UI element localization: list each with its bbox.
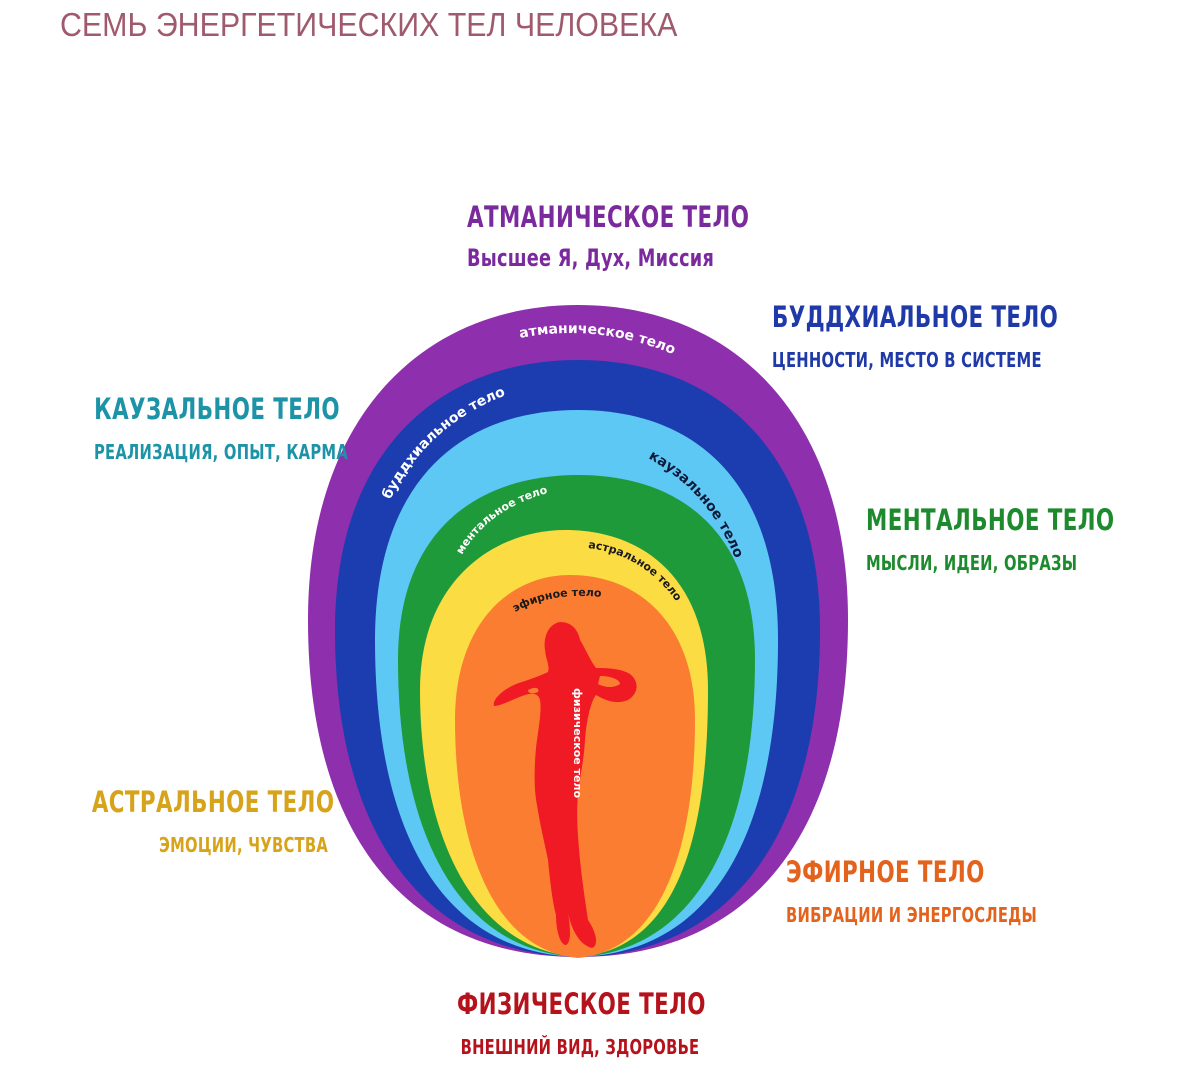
label-physical-title: ФИЗИЧЕСКОЕ ТЕЛО (457, 987, 706, 1021)
label-atmanic-subtitle: Высшее Я, Дух, Миссия (467, 244, 715, 272)
label-etheric-title: ЭФИРНОЕ ТЕЛО (786, 855, 985, 889)
label-causal: КАУЗАЛЬНОЕ ТЕЛО РЕАЛИЗАЦИЯ, ОПЫТ, КАРМА (40, 392, 348, 464)
label-causal-title: КАУЗАЛЬНОЕ ТЕЛО (94, 392, 340, 426)
label-astral-subtitle: ЭМОЦИИ, ЧУВСТВА (159, 833, 328, 857)
label-buddhic-subtitle: ЦЕННОСТИ, МЕСТО В СИСТЕМЕ (772, 348, 1042, 372)
label-causal-subtitle: РЕАЛИЗАЦИЯ, ОПЫТ, КАРМА (94, 440, 348, 464)
label-mental-subtitle: МЫСЛИ, ИДЕИ, ОБРАЗЫ (866, 551, 1078, 575)
label-buddhic-title: БУДДХИАЛЬНОЕ ТЕЛО (772, 300, 1059, 334)
label-physical: ФИЗИЧЕСКОЕ ТЕЛО ВНЕШНИЙ ВИД, ЗДОРОВЬЕ (430, 987, 730, 1059)
label-astral-title: АСТРАЛЬНОЕ ТЕЛО (91, 785, 335, 819)
label-mental: МЕНТАЛЬНОЕ ТЕЛО МЫСЛИ, ИДЕИ, ОБРАЗЫ (866, 503, 1169, 575)
label-etheric-subtitle: ВИБРАЦИИ И ЭНЕРГОСЛЕДЫ (786, 903, 1038, 927)
page-title: СЕМЬ ЭНЕРГЕТИЧЕСКИХ ТЕЛ ЧЕЛОВЕКА (60, 6, 678, 43)
label-astral: АСТРАЛЬНОЕ ТЕЛО ЭМОЦИИ, ЧУВСТВА (40, 785, 335, 857)
physical-body-silhouette (493, 622, 637, 948)
label-physical-subtitle: ВНЕШНИЙ ВИД, ЗДОРОВЬЕ (460, 1035, 700, 1059)
label-mental-title: МЕНТАЛЬНОЕ ТЕЛО (866, 503, 1115, 537)
label-buddhic: БУДДХИАЛЬНОЕ ТЕЛО ЦЕННОСТИ, МЕСТО В СИСТ… (772, 300, 1121, 372)
ring-label-physical: физическое тело (571, 688, 584, 798)
label-etheric: ЭФИРНОЕ ТЕЛО ВИБРАЦИИ И ЭНЕРГОСЛЕДЫ (786, 855, 1092, 927)
label-atmanic-title: АТМАНИЧЕСКОЕ ТЕЛО (467, 200, 750, 234)
label-atmanic: АТМАНИЧЕСКОЕ ТЕЛО Высшее Я, Дух, Миссия (440, 200, 750, 272)
